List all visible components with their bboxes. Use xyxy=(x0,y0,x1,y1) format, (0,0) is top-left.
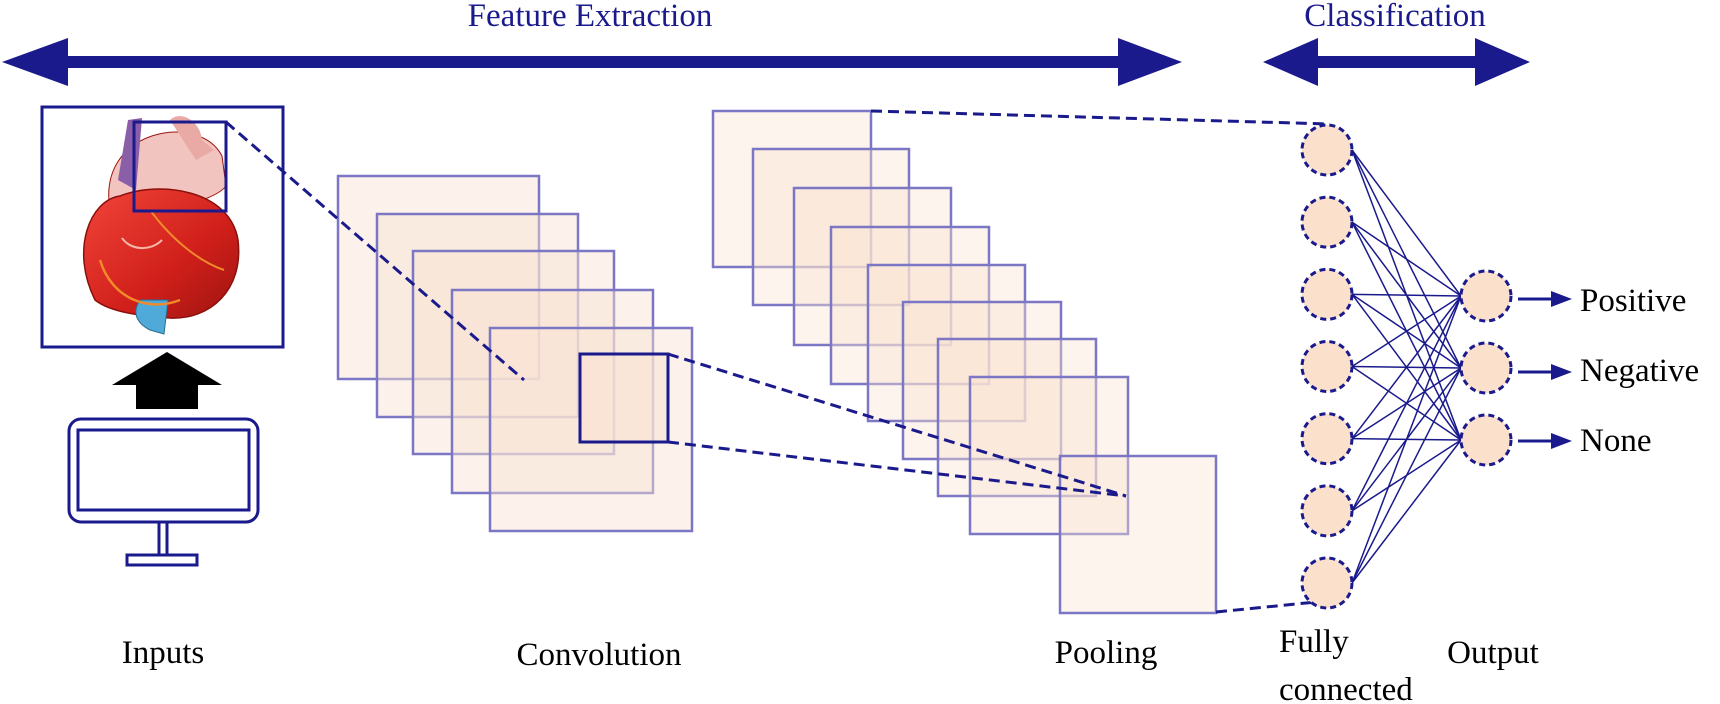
fc-node xyxy=(1300,123,1354,177)
output-label-negative: Negative xyxy=(1580,353,1699,389)
arrow-right-icon xyxy=(1518,364,1572,380)
heart-icon xyxy=(82,116,240,335)
output-node xyxy=(1459,269,1513,323)
pooling-label: Pooling xyxy=(1055,635,1158,671)
output-node xyxy=(1459,341,1513,395)
pool-map xyxy=(829,225,991,386)
fc-edge xyxy=(1351,295,1462,512)
classification-label: Classification xyxy=(1304,0,1485,34)
classification-arrow xyxy=(1263,38,1530,86)
up-arrow-icon xyxy=(112,352,222,409)
arrow-right-icon xyxy=(1518,291,1572,307)
fc-node xyxy=(1300,556,1354,610)
fully-connected-label-line2: connected xyxy=(1279,672,1413,704)
inputs-label: Inputs xyxy=(122,635,205,671)
fc-node xyxy=(1300,340,1354,393)
network-nodes xyxy=(1300,123,1513,610)
fc-edge xyxy=(1351,295,1462,368)
conv-kernel-box xyxy=(578,352,670,444)
fc-edge xyxy=(1351,295,1462,584)
fc-edge xyxy=(1351,221,1462,297)
fc-node xyxy=(1300,267,1354,321)
input-to-conv-line xyxy=(225,120,525,382)
fc-edge xyxy=(1351,149,1462,297)
arrow-right-icon xyxy=(1518,433,1572,449)
convolution-label: Convolution xyxy=(516,637,681,673)
output-arrows xyxy=(1518,291,1572,449)
monitor-icon xyxy=(67,417,260,567)
pool-to-fc-line xyxy=(1215,600,1317,614)
pool-map xyxy=(792,186,953,347)
receptive-field-box xyxy=(132,120,228,213)
fc-node xyxy=(1300,484,1354,538)
pool-map xyxy=(1058,454,1218,615)
pool-to-fc-line xyxy=(870,109,1331,126)
fc-edge xyxy=(1351,367,1462,584)
conv-map xyxy=(336,174,541,381)
fully-connected-label-line1: Fully xyxy=(1279,624,1349,660)
pooling-maps xyxy=(711,109,1218,615)
feature-extraction-label: Feature Extraction xyxy=(468,0,713,34)
fc-edge xyxy=(1351,439,1462,584)
fc-edge xyxy=(1351,293,1462,297)
fc-node xyxy=(1300,412,1354,466)
pool-map xyxy=(866,263,1027,423)
projection-lines xyxy=(225,109,1331,614)
output-label-positive: Positive xyxy=(1580,283,1686,319)
output-label: Output xyxy=(1447,635,1539,671)
fc-node xyxy=(1300,195,1354,249)
conv-to-pool-line xyxy=(667,352,1127,498)
fc-edge xyxy=(1351,295,1462,440)
conv-to-pool-line xyxy=(667,440,1127,498)
output-node xyxy=(1459,413,1513,467)
pool-map xyxy=(901,300,1063,461)
conv-map xyxy=(375,212,580,419)
feature-extraction-arrow xyxy=(2,38,1182,86)
pool-map xyxy=(936,337,1098,498)
output-label-none: None xyxy=(1580,423,1651,459)
fc-connections xyxy=(1351,149,1462,584)
